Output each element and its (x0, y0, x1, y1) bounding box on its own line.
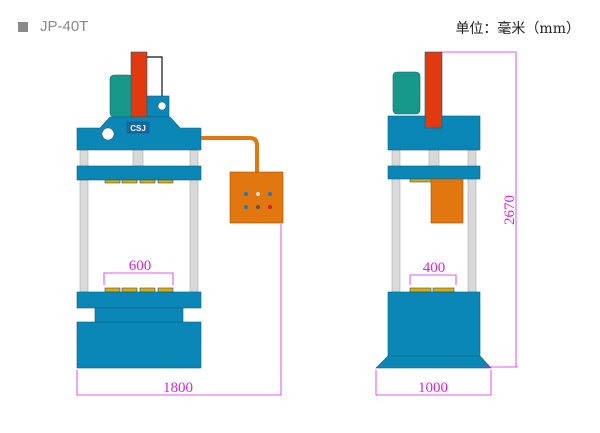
motor (392, 71, 421, 115)
ram (132, 149, 144, 167)
unit-label: 单位：毫米（mm） (455, 21, 580, 37)
motor (109, 74, 134, 118)
platen (76, 291, 202, 309)
dim-2670: 2670 (502, 195, 518, 225)
cylinder (130, 51, 148, 118)
gauge-icon (157, 101, 167, 111)
control-box (430, 178, 464, 224)
top-beam (76, 116, 202, 151)
moving-plate (387, 165, 481, 180)
dim-400: 400 (423, 260, 446, 276)
logo-plate (126, 121, 150, 134)
pressure-gauge-icon (101, 127, 115, 141)
base (387, 291, 481, 361)
front-view: CSJ (76, 51, 284, 369)
model-title: JP-40T (18, 18, 88, 35)
dim-600: 600 (129, 258, 152, 274)
side-dimensions (375, 51, 518, 396)
side-view (375, 51, 492, 369)
dim-1800: 1800 (163, 380, 193, 396)
control-box (229, 171, 284, 224)
cylinder (424, 51, 443, 129)
logo-text: CSJ (130, 124, 146, 133)
moving-plate (76, 165, 202, 181)
bullet-square-icon (18, 21, 28, 32)
front-dimensions (76, 224, 282, 396)
base (76, 321, 202, 369)
model-label: JP-40T (40, 18, 89, 35)
dim-1000: 1000 (418, 380, 448, 396)
